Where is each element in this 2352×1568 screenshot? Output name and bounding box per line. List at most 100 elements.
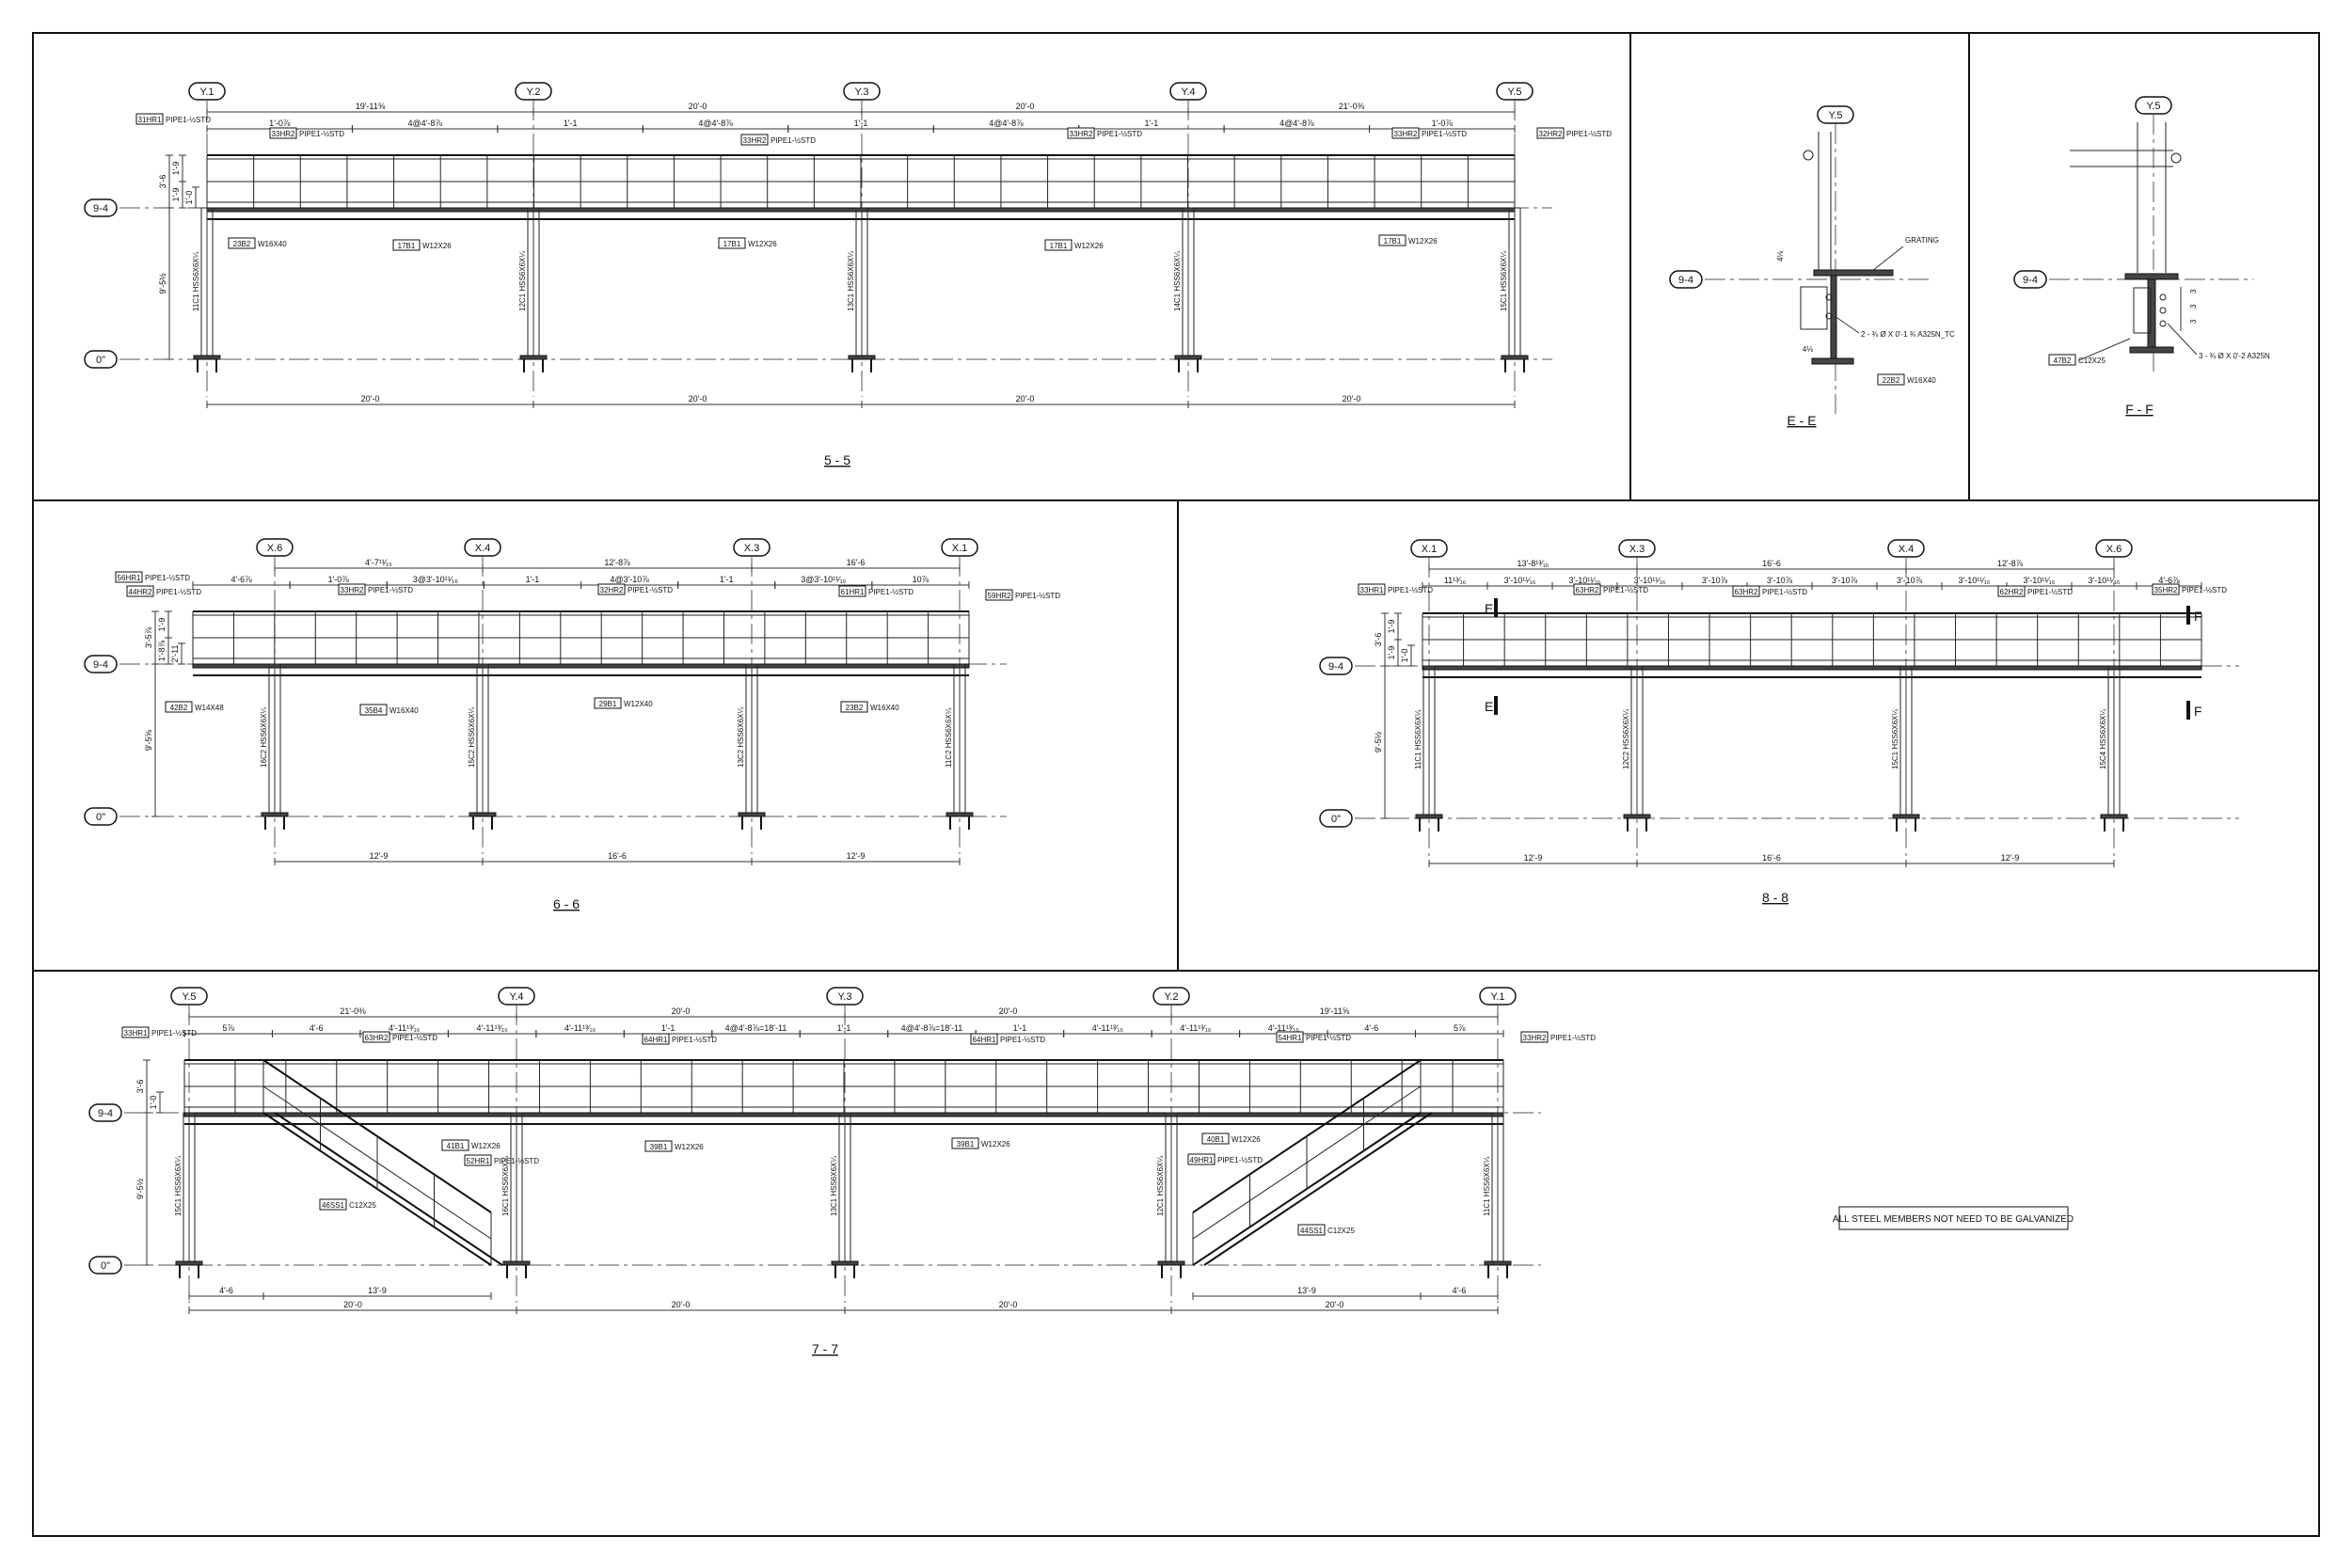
sheet-border (32, 32, 2320, 1537)
dimension-text: 4@4'-8⅞ (698, 119, 733, 128)
member-tag-box (362, 1031, 390, 1043)
member-tag-id: 35B4 (365, 706, 383, 715)
dimension-text: 3'-10¹¹⁄₁₆ (1504, 576, 1536, 585)
elevation-label: 9-4 (1678, 275, 1693, 286)
member-tag-box (1877, 373, 1905, 386)
dimension-text: 20'-0 (672, 1006, 691, 1016)
dimension-text: 1'-8⅞ (157, 640, 167, 661)
member-tag-box (1732, 585, 1760, 597)
base-plate (1174, 355, 1202, 360)
leader (2078, 338, 2131, 361)
dimension-text: 12'-9 (2001, 853, 2020, 863)
dimension-text: 3'-10⅞ (1832, 576, 1858, 585)
beam-flange (1811, 357, 1854, 365)
column-tag: 15C1 HSS6X6X¼ (1891, 709, 1899, 769)
member-tag-box (718, 237, 746, 249)
elevation-label: 9-4 (1328, 661, 1343, 673)
base-plate (175, 1260, 203, 1266)
elevation-label: 9-4 (93, 203, 108, 214)
member-tag-id: 33HR1 (1360, 586, 1384, 594)
dimension-text: 13'-9 (368, 1286, 387, 1295)
member-tag-box (840, 701, 868, 713)
dimension-text: 11¹³⁄₁₆ (1444, 576, 1467, 585)
dimension-text: 3 (2189, 319, 2198, 324)
elevation-bubble (84, 350, 118, 369)
dimension-text: 3'-5⅞ (144, 626, 153, 648)
member-tag-spec: PIPE1-½STD (166, 116, 211, 124)
member-tag-id: 56HR1 (118, 574, 141, 582)
member-tag-box (359, 704, 388, 716)
dimension-text: 21'-0⅜ (1339, 102, 1365, 111)
dimension-text: 3'-10¹¹⁄₁₆ (2024, 576, 2056, 585)
grid-label: X.6 (267, 543, 283, 554)
member-tag-id: 32HR2 (1539, 130, 1563, 138)
member-tag-box (1201, 1132, 1230, 1145)
dimension-text: 13'-8¹³⁄₁₆ (1518, 559, 1549, 568)
member-tag-box (464, 1154, 492, 1166)
beam-flange (2129, 346, 2174, 354)
member-tag-box (1391, 127, 1420, 139)
member-tag-id: 54HR1 (1279, 1034, 1302, 1042)
grid-label: Y.2 (1164, 991, 1178, 1003)
dimension-text: 1'-9 (171, 162, 181, 176)
view-title: 5 - 5 (824, 452, 850, 467)
bolt (2159, 320, 2167, 327)
elevation-bubble (88, 1256, 122, 1275)
dimension-text: 3'-10¹¹⁄₁₆ (2089, 576, 2121, 585)
beam-flange (183, 1112, 1504, 1117)
member-tag-spec: PIPE1-½STD (1422, 130, 1467, 138)
column-tag: 15C1 HSS6X6X¼ (174, 1156, 183, 1216)
member-tag-id: 44SS1 (1300, 1227, 1324, 1235)
grid-label: Y.5 (1507, 87, 1521, 98)
member-tag-box (135, 113, 164, 125)
dimension-text: 4'-11¹³⁄₁₆ (1092, 1023, 1124, 1033)
dimension-text: 1'-0⅞ (269, 119, 291, 128)
elevation-label: 9-4 (98, 1108, 113, 1119)
grid-label: Y.1 (1490, 991, 1504, 1003)
dimension-text: 16'-6 (1762, 853, 1781, 863)
grid-label: Y.1 (199, 87, 214, 98)
dimension-text: 4'-6⅞ (2158, 576, 2180, 585)
member-tag-box (165, 701, 193, 713)
member-tag-spec: C12X25 (1327, 1227, 1355, 1235)
member-tag-id: 33HR1 (124, 1029, 148, 1037)
dimension-text: 1'-0⅞ (1432, 119, 1454, 128)
callout-text: 2 - ¾ Ø X 0'-1 ¾ A325N_TC (1861, 330, 1955, 339)
bolt (2159, 293, 2167, 301)
dimension-text: 9'-5½ (158, 273, 167, 294)
member-tag-id: 63HR2 (1576, 586, 1599, 594)
dimension-text: 1'-0 (149, 1096, 158, 1110)
member-tag-spec: PIPE1-½STD (299, 130, 344, 138)
beam-flange (192, 663, 970, 669)
column-tag: 16C2 HSS6X6X¼ (260, 707, 268, 768)
member-tag-spec: PIPE1-½STD (156, 588, 201, 596)
member-tag-id: 63HR2 (365, 1034, 389, 1042)
elevation-label: 0" (101, 1260, 110, 1272)
dimension-text: 16'-6 (847, 558, 866, 567)
member-tag-box (597, 583, 626, 595)
base-plate (1623, 814, 1651, 819)
callout-text: GRATING (1905, 236, 1939, 245)
dimension-text: 20'-0 (1343, 394, 1361, 404)
member-tag-spec: W14X48 (195, 704, 224, 712)
elevation-label: 0" (96, 355, 105, 366)
member-tag-id: 52HR1 (467, 1157, 490, 1165)
member-tag-id: 17B1 (398, 242, 416, 250)
member-tag-box (1187, 1153, 1216, 1165)
elevation-bubble (2013, 270, 2047, 289)
member-tag-spec: W12X26 (981, 1140, 1010, 1148)
base-plate (831, 1260, 859, 1266)
member-tag-box (1276, 1031, 1304, 1043)
grating (1813, 269, 1894, 277)
member-tag-id: 31HR1 (138, 116, 162, 124)
member-tag-id: 63HR2 (1735, 588, 1758, 596)
member-tag-box (1044, 239, 1073, 251)
section-cut-mark: E (1485, 601, 1493, 616)
column-tag: 11C1 HSS6X6X¼ (1483, 1156, 1491, 1216)
member-tag-box (970, 1033, 998, 1045)
member-tag-id: 23B2 (233, 240, 251, 248)
dimension-text: 3'-6 (158, 175, 167, 189)
